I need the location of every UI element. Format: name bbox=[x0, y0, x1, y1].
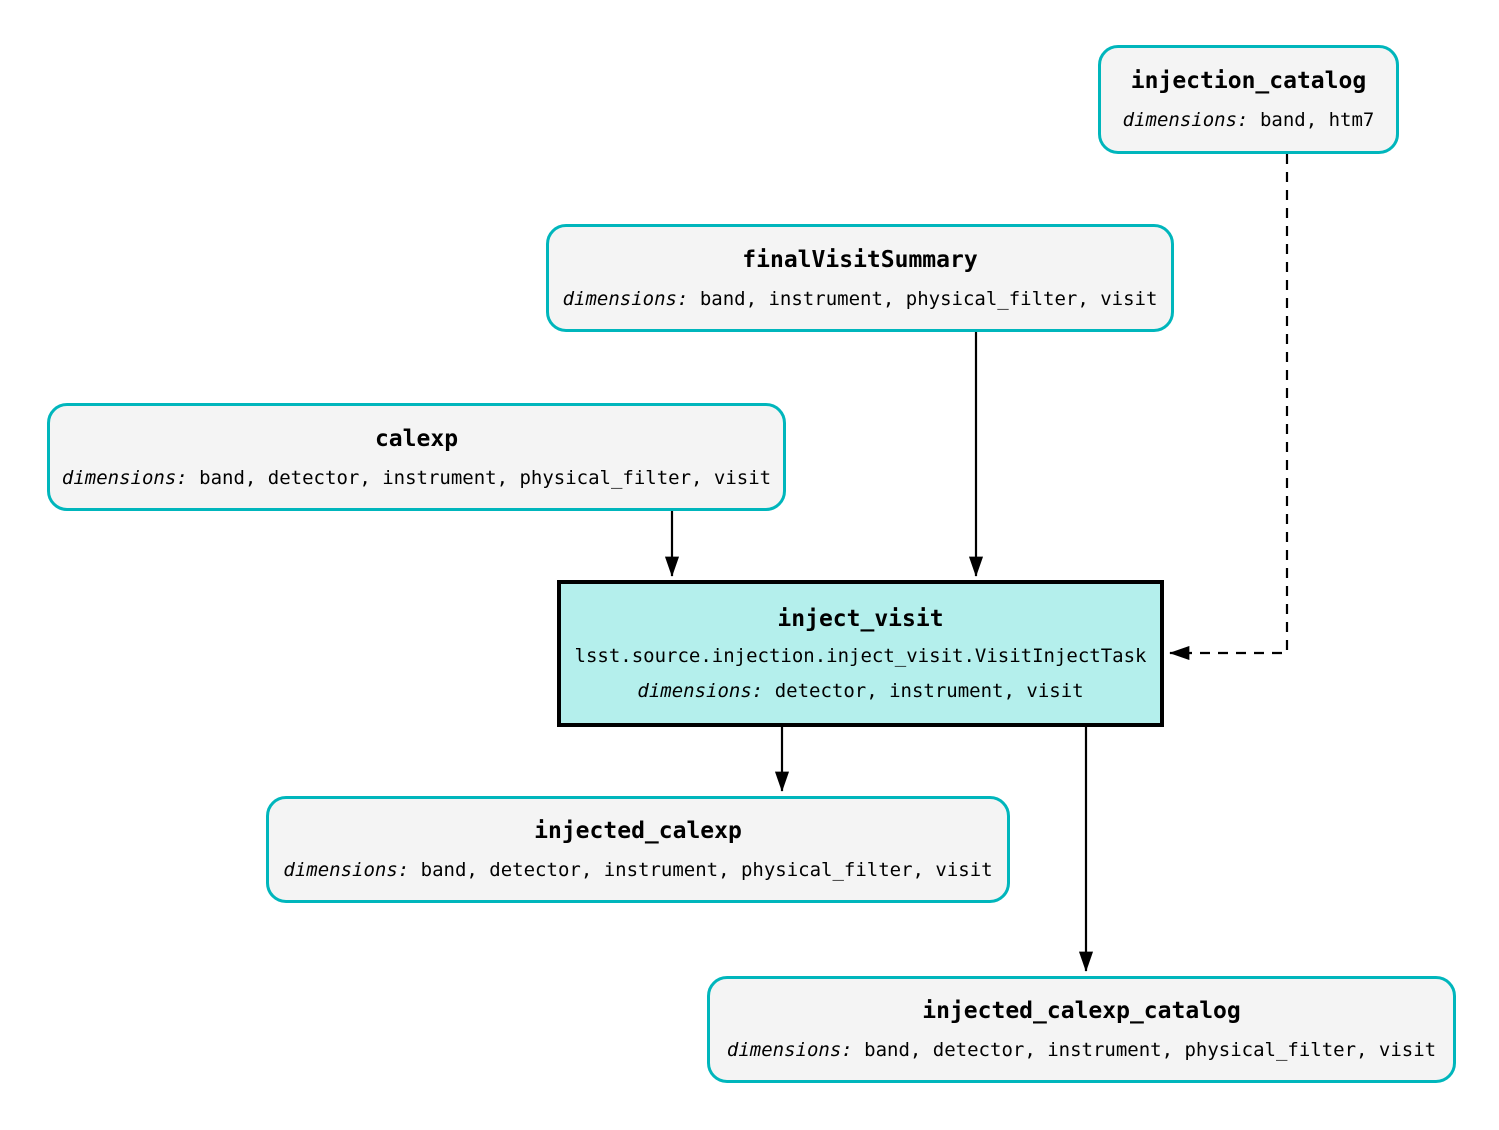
node-inject-visit-title: inject_visit bbox=[777, 605, 944, 632]
node-inject-visit-dimensions: dimensions: detector, instrument, visit bbox=[637, 680, 1083, 702]
dimensions-values: band, detector, instrument, physical_fil… bbox=[420, 859, 993, 881]
dimensions-values: band, detector, instrument, physical_fil… bbox=[199, 466, 772, 489]
node-finalvisitsummary-dimensions: dimensions: band, instrument, physical_f… bbox=[563, 288, 1158, 310]
dimensions-label: dimensions: bbox=[61, 466, 188, 489]
node-injection-catalog-dimensions: dimensions: band, htm7 bbox=[1123, 109, 1375, 131]
dimensions-label: dimensions: bbox=[562, 287, 689, 310]
node-finalvisitsummary-title: finalVisitSummary bbox=[742, 246, 978, 273]
node-injected-calexp: injected_calexp dimensions: band, detect… bbox=[266, 796, 1010, 903]
node-inject-visit-task-class: lsst.source.injection.inject_visit.Visit… bbox=[574, 644, 1147, 667]
node-inject-visit-task: inject_visit lsst.source.injection.injec… bbox=[557, 580, 1164, 727]
node-calexp: calexp dimensions: band, detector, instr… bbox=[47, 403, 786, 511]
dimensions-label: dimensions: bbox=[726, 1039, 853, 1061]
dimensions-values: band, instrument, physical_filter, visit bbox=[699, 287, 1158, 310]
node-injection-catalog-title: injection_catalog bbox=[1130, 68, 1367, 94]
node-injected-calexp-catalog-title: injected_calexp_catalog bbox=[922, 998, 1241, 1024]
node-injected-calexp-dimensions: dimensions: band, detector, instrument, … bbox=[283, 859, 992, 881]
dimensions-values: detector, instrument, visit bbox=[774, 679, 1084, 702]
dimensions-values: band, htm7 bbox=[1259, 109, 1375, 131]
node-finalvisitsummary: finalVisitSummary dimensions: band, inst… bbox=[546, 224, 1174, 332]
node-injected-calexp-catalog: injected_calexp_catalog dimensions: band… bbox=[707, 976, 1456, 1083]
node-calexp-dimensions: dimensions: band, detector, instrument, … bbox=[62, 467, 771, 489]
node-injected-calexp-catalog-dimensions: dimensions: band, detector, instrument, … bbox=[727, 1039, 1436, 1061]
node-injection-catalog: injection_catalog dimensions: band, htm7 bbox=[1098, 45, 1399, 154]
node-injected-calexp-title: injected_calexp bbox=[534, 818, 742, 844]
edge-injection-catalog-to-inject-visit bbox=[1169, 154, 1289, 661]
dimensions-label: dimensions: bbox=[1122, 109, 1249, 131]
dimensions-values: band, detector, instrument, physical_fil… bbox=[864, 1039, 1437, 1061]
node-calexp-title: calexp bbox=[374, 425, 459, 452]
dimensions-label: dimensions: bbox=[637, 679, 764, 702]
dimensions-label: dimensions: bbox=[283, 859, 410, 881]
